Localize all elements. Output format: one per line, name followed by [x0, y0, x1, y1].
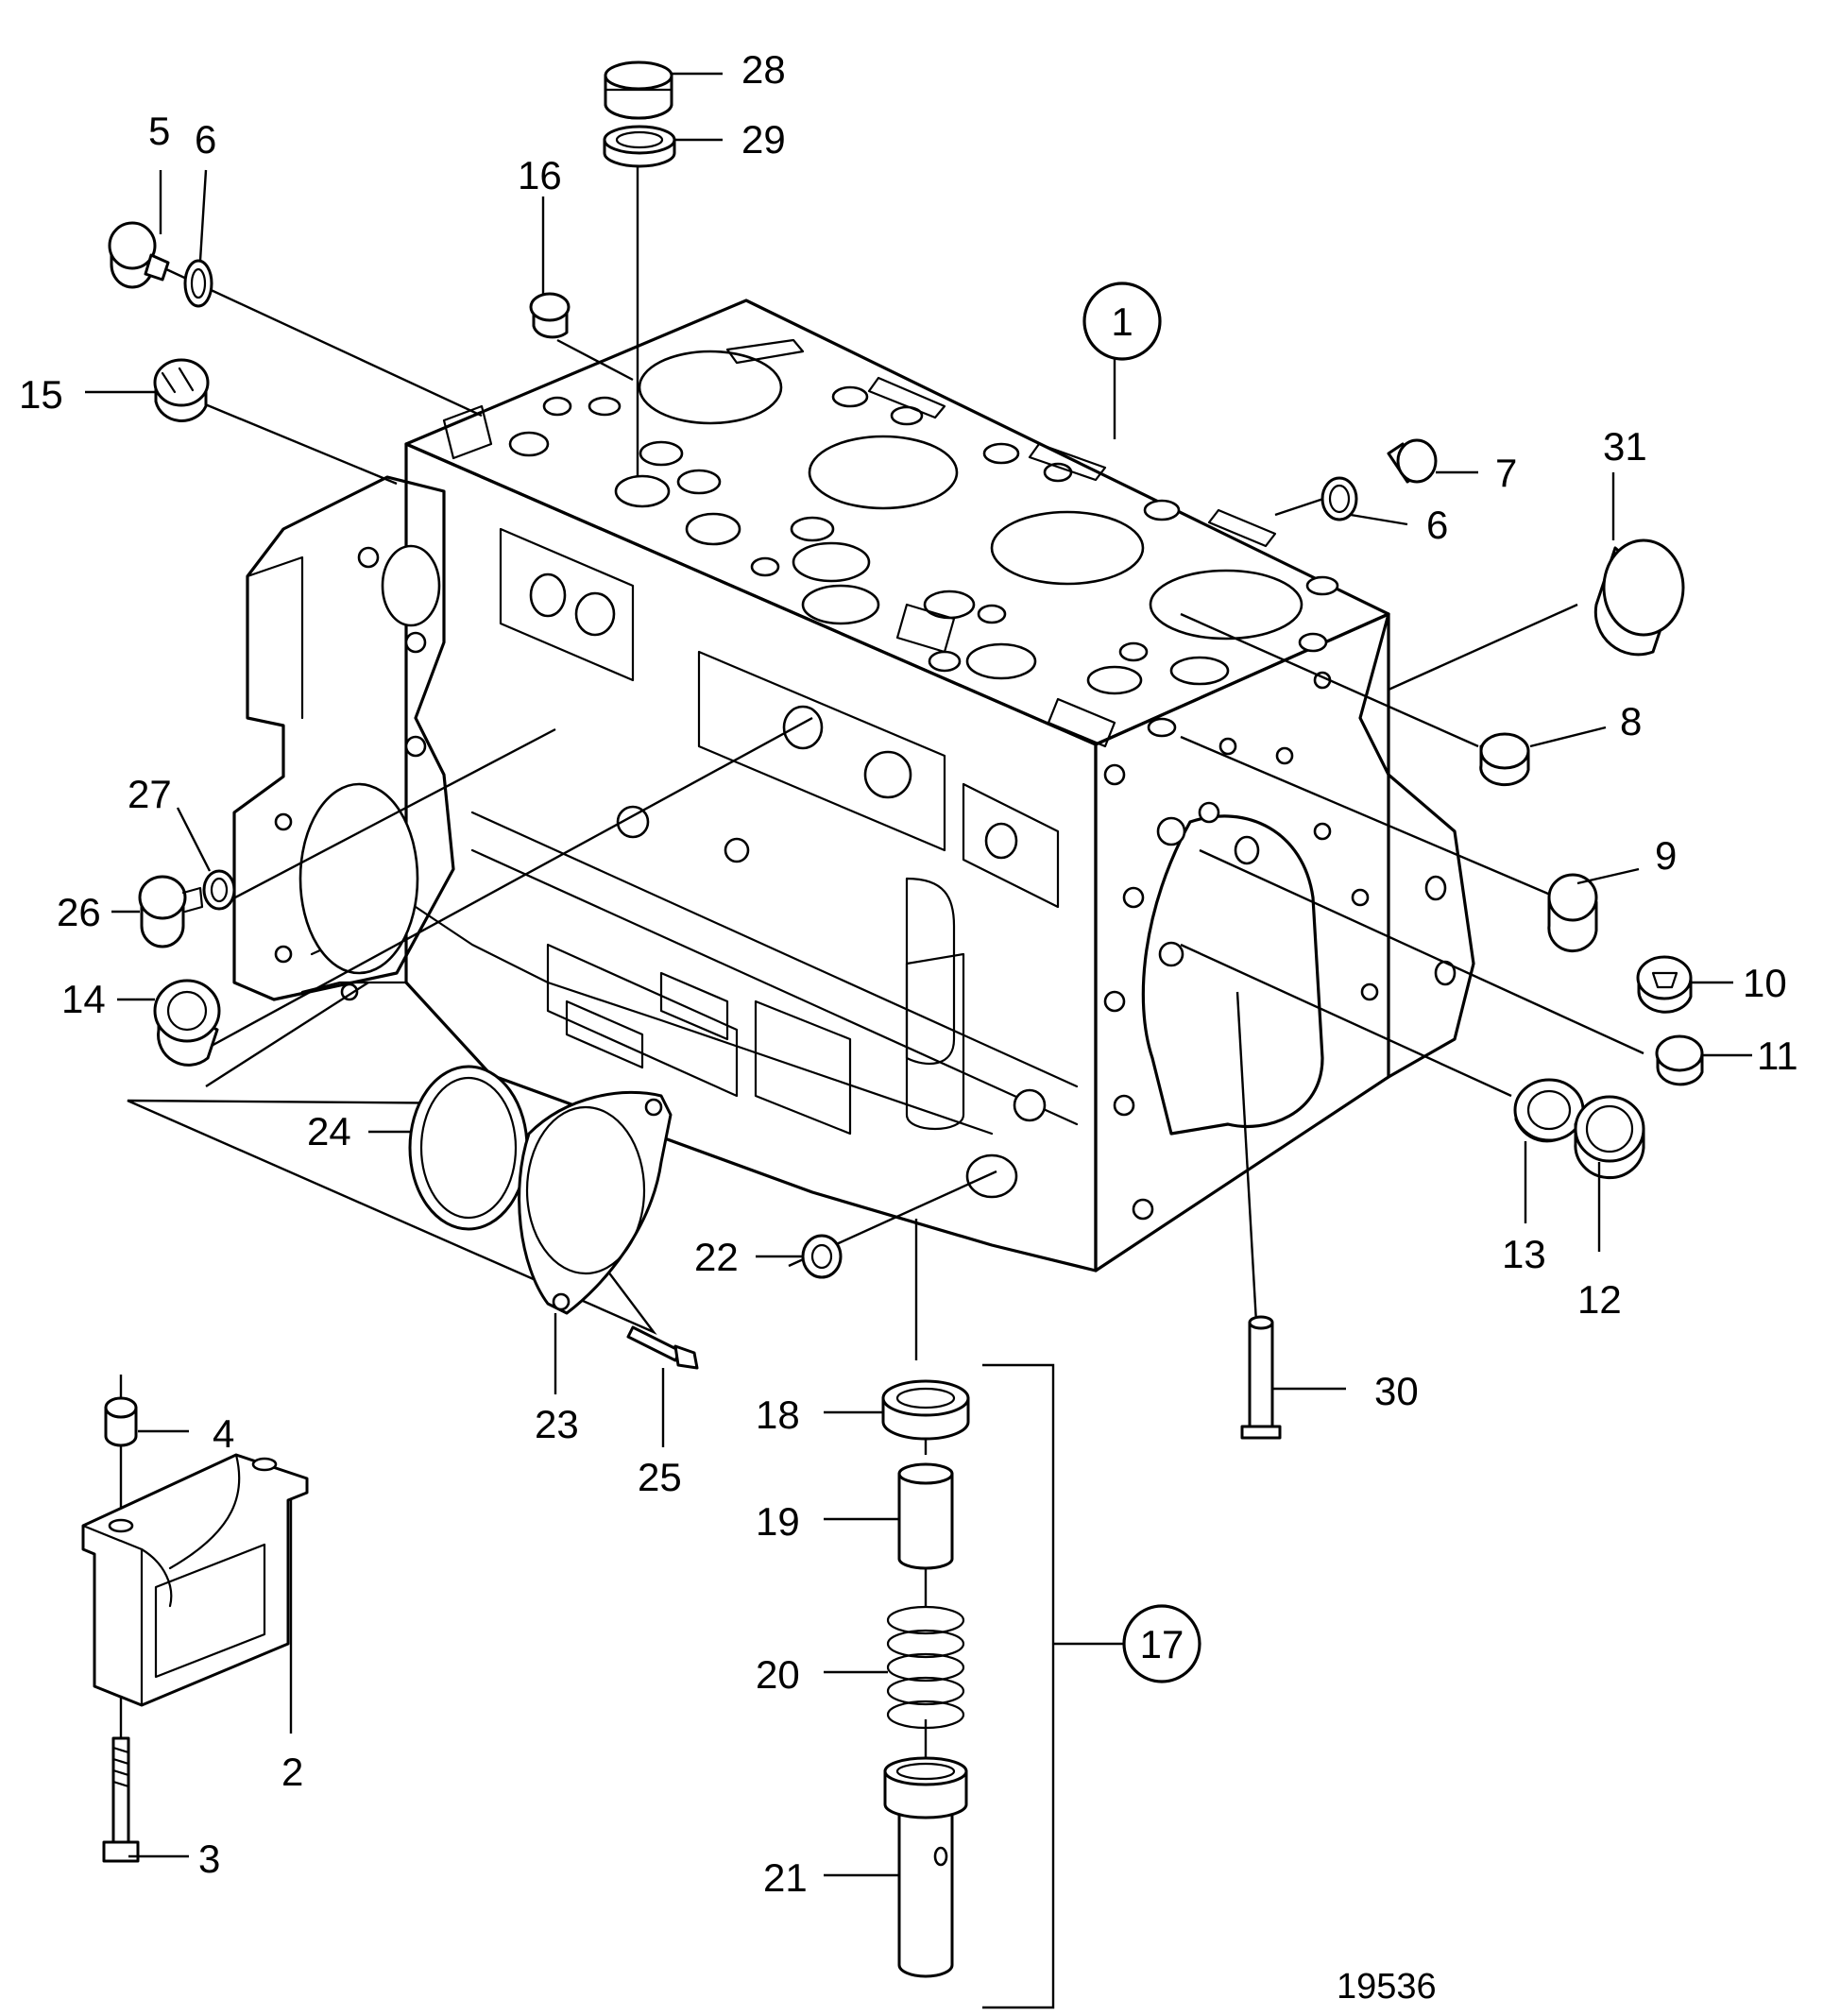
- part-24-oring: [408, 1065, 529, 1231]
- callout-13: 13: [1502, 1232, 1546, 1276]
- part-13-bushing: [1513, 1078, 1589, 1143]
- callout-25: 25: [638, 1455, 682, 1499]
- callout-20: 20: [756, 1652, 800, 1697]
- callout-21: 21: [763, 1855, 808, 1900]
- part-2-bearing-cap: [81, 1453, 309, 1707]
- drawing-number: 19536: [1337, 1967, 1437, 2007]
- callout-4: 4: [213, 1411, 234, 1456]
- part-4-dowel: [104, 1396, 138, 1447]
- part-20-spring: [886, 1605, 965, 1730]
- assembly-17-bracket: [982, 1363, 1055, 2009]
- callout-17: 17: [1140, 1622, 1184, 1666]
- part-23-gasket: [518, 1090, 673, 1315]
- part-5-plug: [108, 221, 170, 289]
- label-leaders: [85, 72, 1752, 1877]
- part-27-washer: [202, 869, 236, 911]
- callout-27: 27: [128, 772, 172, 816]
- front-face-holes: [1103, 671, 1457, 1221]
- part-19-plunger: [897, 1462, 954, 1570]
- block-top-deck: [404, 299, 1390, 746]
- deck-holes: [508, 385, 1339, 738]
- callout-7: 7: [1495, 451, 1517, 495]
- part-11-plug: [1655, 1034, 1704, 1086]
- engine-block: [232, 299, 1475, 1273]
- callout-26: 26: [57, 890, 101, 934]
- callout-8: 8: [1620, 699, 1642, 743]
- part-16-plug: [529, 292, 571, 339]
- callout-23: 23: [535, 1402, 579, 1446]
- part-30-tube: [1240, 1315, 1282, 1440]
- side-face-features: [470, 527, 1079, 1136]
- cylinder-bores: [638, 350, 1303, 641]
- callout-19: 19: [756, 1499, 800, 1544]
- part-29-seal: [603, 125, 676, 168]
- callout-24: 24: [307, 1109, 351, 1153]
- part-25-bolt: [626, 1325, 699, 1370]
- callout-16: 16: [518, 153, 562, 197]
- callout-15: 15: [19, 372, 63, 417]
- part-26-plug: [138, 875, 204, 948]
- part-14-seal: [153, 979, 221, 1067]
- callout-circle-1: [1082, 282, 1162, 361]
- callout-10: 10: [1743, 961, 1787, 1005]
- part-31-cap: [1593, 538, 1685, 657]
- part-8-plug: [1479, 732, 1530, 787]
- part-10-plug: [1636, 955, 1693, 1014]
- part-6-washer-rear: [183, 259, 213, 308]
- callout-3: 3: [198, 1837, 220, 1881]
- block-rear-flange: [232, 475, 455, 1001]
- part-6-washer-front: [1320, 476, 1358, 521]
- callout-6-front: 6: [1426, 503, 1448, 547]
- callout-labels: 1 28 29 5 6 15 16 7 6 31 8 9 10 11 13 12…: [19, 47, 1798, 1900]
- callout-14: 14: [61, 977, 106, 1021]
- callout-22: 22: [694, 1235, 739, 1279]
- callout-12: 12: [1577, 1277, 1622, 1322]
- callout-18: 18: [756, 1392, 800, 1437]
- part-28-cap: [604, 60, 673, 120]
- part-3-bolt: [102, 1736, 140, 1863]
- leader-lines: [119, 161, 1644, 1856]
- callout-30: 30: [1374, 1369, 1419, 1413]
- callout-29: 29: [741, 117, 786, 162]
- callout-6-top: 6: [195, 117, 216, 162]
- front-bearing-housing: [1141, 814, 1324, 1136]
- block-front-face: [1094, 612, 1390, 1273]
- part-21-sleeve: [883, 1756, 968, 1978]
- part-22-washer: [801, 1234, 843, 1279]
- part-15-plug: [153, 358, 210, 422]
- part-12-bushing: [1574, 1095, 1645, 1180]
- callout-circle-17: [1122, 1604, 1201, 1683]
- callout-1: 1: [1111, 299, 1133, 344]
- part-7-plug: [1387, 438, 1438, 484]
- part-18-seat: [881, 1379, 970, 1441]
- block-left-side: [404, 442, 1098, 1273]
- callout-5: 5: [148, 109, 170, 153]
- part-9-sleeve: [1547, 873, 1598, 953]
- callout-31: 31: [1603, 424, 1647, 469]
- callout-2: 2: [281, 1750, 303, 1794]
- rear-flange-holes: [274, 544, 441, 1001]
- callout-28: 28: [741, 47, 786, 92]
- callout-9: 9: [1655, 833, 1677, 878]
- callout-11: 11: [1757, 1034, 1798, 1078]
